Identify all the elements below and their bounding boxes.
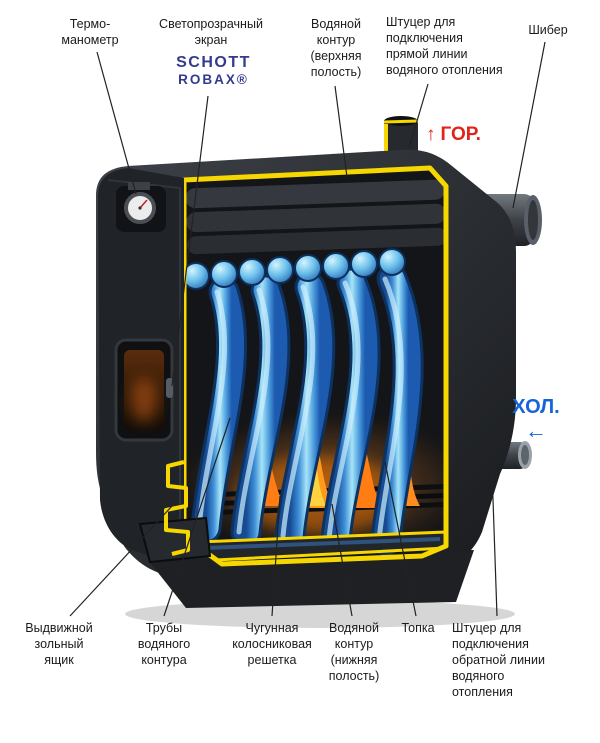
upper-chamber-tubes xyxy=(185,179,446,255)
label-return-fitting: Штуцер для подключения обратной линии во… xyxy=(452,621,545,699)
robax-wordmark: ROBAX® xyxy=(178,72,249,87)
leader-ash-box xyxy=(69,505,173,617)
label-water-pipes: Трубы водяного контура xyxy=(137,621,191,667)
cutaway-interior xyxy=(181,165,449,567)
label-damper: Шибер xyxy=(528,23,568,37)
leader-grate xyxy=(271,495,281,617)
leader-water-pipes xyxy=(163,417,231,617)
front-panel xyxy=(98,168,212,564)
label-water-circuit-top: Водяной контур (верхняя полость) xyxy=(310,17,362,79)
schott-wordmark: SCHOTT xyxy=(176,54,251,71)
leader-supply-fitting xyxy=(408,83,429,149)
cold-label: ХОЛ. xyxy=(512,396,560,418)
leader-water-circuit-bottom xyxy=(331,503,353,617)
label-thermo-manometer: Термо- манометр xyxy=(61,17,119,47)
label-transparent-screen: Светопрозрачный экран xyxy=(159,17,263,47)
thermo-manometer-gauge xyxy=(116,182,166,232)
hot-up-arrow-icon: ↑ xyxy=(426,124,436,145)
hot-flow-indicator: ↑ ГОР. xyxy=(426,124,481,146)
label-water-circuit-bottom: Водяной контур (нижняя полость) xyxy=(328,621,380,683)
leader-firebox xyxy=(384,461,417,617)
leader-water-circuit-top xyxy=(334,85,348,178)
label-firebox: Топка xyxy=(401,621,435,635)
leader-return-fitting xyxy=(491,469,498,617)
label-ash-box: Выдвижной зольный ящик xyxy=(25,621,93,667)
label-grate: Чугунная колосниковая решетка xyxy=(232,621,312,667)
glass-door xyxy=(114,338,174,442)
tube-cross-sections xyxy=(184,248,406,290)
leader-damper xyxy=(512,41,546,209)
leader-transparent-screen xyxy=(171,95,209,387)
leader-thermo-manometer xyxy=(96,51,137,195)
schott-robax-logo: SCHOTT ROBAX® xyxy=(166,54,261,87)
label-supply-fitting: Штуцер для подключения прямой линии водя… xyxy=(386,15,503,77)
water-tubes xyxy=(190,263,424,556)
cold-left-arrow-icon: ← xyxy=(525,418,547,443)
hot-label: ГОР. xyxy=(440,124,481,145)
cold-flow-indicator: ХОЛ. ← xyxy=(498,396,574,442)
